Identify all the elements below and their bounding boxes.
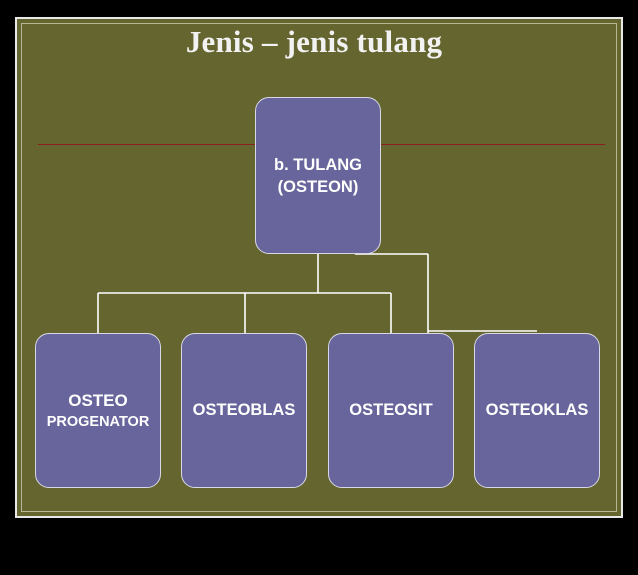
node-osteoprogenator: OSTEO PROGENATOR bbox=[35, 333, 161, 488]
node-osteoklas-label: OSTEOKLAS bbox=[485, 401, 589, 419]
node-tulang-osteon: b. TULANG (OSTEON) bbox=[255, 97, 381, 254]
node-root-line1: b. TULANG bbox=[274, 155, 362, 174]
node-osteoprogenator-line2: PROGENATOR bbox=[46, 413, 150, 430]
node-osteoblas: OSTEOBLAS bbox=[181, 333, 307, 488]
node-root-line2: (OSTEON) bbox=[277, 177, 359, 196]
node-osteoprogenator-line1: OSTEO bbox=[68, 390, 128, 410]
node-osteoblas-label: OSTEOBLAS bbox=[192, 401, 296, 419]
node-osteosit-label: OSTEOSIT bbox=[349, 401, 433, 419]
slide-title: Jenis – jenis tulang bbox=[185, 24, 443, 59]
node-osteoklas: OSTEOKLAS bbox=[474, 333, 600, 488]
panel-inner-border bbox=[21, 23, 617, 512]
node-osteosit: OSTEOSIT bbox=[328, 333, 454, 488]
